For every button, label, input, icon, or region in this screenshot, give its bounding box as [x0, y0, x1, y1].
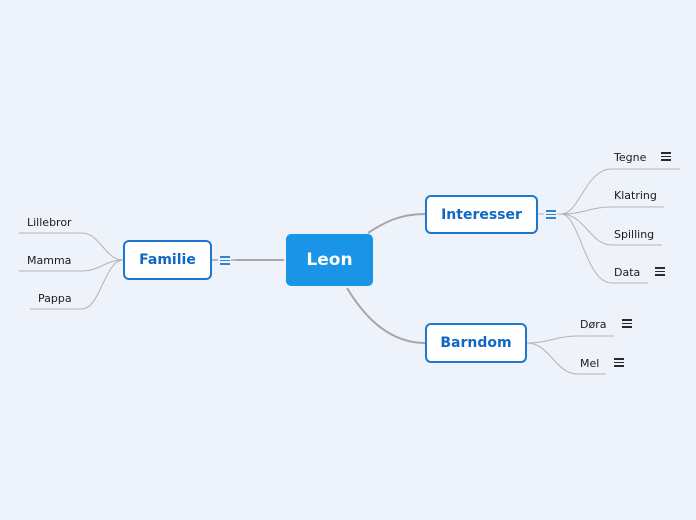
central-topic-leon[interactable]: Leon: [286, 234, 373, 286]
connector-interesser-tegne: [560, 168, 680, 215]
connector-interesser-klatring: [560, 206, 664, 215]
subtopic-lillebror[interactable]: Lillebror: [27, 216, 72, 229]
topic-familie-label: Familie: [139, 252, 196, 268]
connector-familie-pappa: [30, 259, 124, 310]
connector-central-barndom: [346, 287, 426, 344]
notes-lines-icon[interactable]: [655, 267, 665, 276]
topic-familie[interactable]: Familie: [123, 240, 212, 280]
subtopic-tegne[interactable]: Tegne: [614, 151, 647, 164]
subtopic-mamma[interactable]: Mamma: [27, 254, 72, 267]
topic-barndom-label: Barndom: [440, 335, 512, 351]
notes-lines-icon[interactable]: [661, 152, 671, 161]
topic-interesser[interactable]: Interesser: [425, 195, 538, 234]
notes-lines-icon[interactable]: [614, 358, 624, 367]
subtopic-klatring[interactable]: Klatring: [614, 189, 657, 202]
topic-barndom[interactable]: Barndom: [425, 323, 527, 363]
connector-familie-mamma: [19, 259, 124, 272]
topic-interesser-label: Interesser: [441, 206, 522, 223]
subtopic-pappa[interactable]: Pappa: [38, 292, 72, 305]
notes-lines-icon[interactable]: [220, 256, 230, 265]
connector-interesser-data: [560, 213, 648, 284]
subtopic-spilling[interactable]: Spilling: [614, 228, 655, 241]
connector-barndom-dora: [526, 335, 614, 344]
connector-interesser-spilling: [560, 213, 662, 246]
subtopic-mel[interactable]: Mel: [580, 357, 600, 370]
subtopic-dora[interactable]: Døra: [580, 318, 607, 331]
central-topic-label: Leon: [306, 250, 353, 270]
connector-central-interesser: [367, 213, 426, 234]
connector-barndom-mel: [526, 342, 606, 375]
notes-lines-icon[interactable]: [622, 319, 632, 328]
connector-familie-lillebror: [19, 232, 124, 261]
notes-lines-icon[interactable]: [546, 210, 556, 219]
subtopic-data[interactable]: Data: [614, 266, 641, 279]
